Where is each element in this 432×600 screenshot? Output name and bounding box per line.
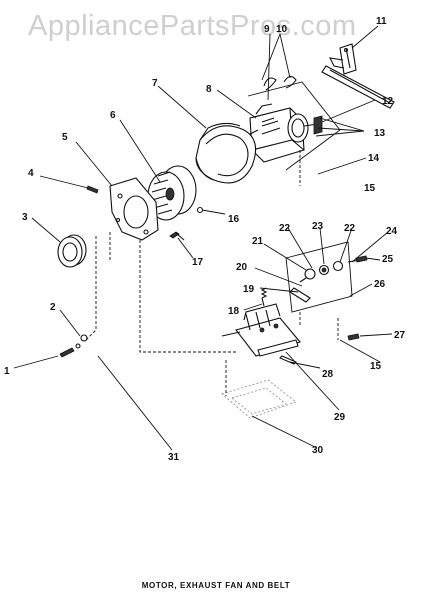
callout-19: 19 bbox=[243, 284, 255, 295]
callout-11: 11 bbox=[376, 16, 387, 27]
callout-30: 30 bbox=[312, 445, 324, 456]
part-exhaust-fan bbox=[147, 165, 197, 221]
callout-26: 26 bbox=[374, 279, 386, 290]
callout-29: 29 bbox=[334, 412, 346, 423]
callout-23: 23 bbox=[312, 221, 324, 232]
callout-14: 14 bbox=[368, 153, 380, 164]
callout-20: 20 bbox=[236, 262, 248, 273]
callout-22a: 22 bbox=[279, 223, 291, 234]
callout-22b: 22 bbox=[344, 223, 356, 234]
callout-18: 18 bbox=[228, 306, 240, 317]
callout-1: 1 bbox=[4, 366, 10, 377]
callout-10: 10 bbox=[276, 24, 288, 35]
part-clips bbox=[263, 75, 297, 91]
part-blower-housing bbox=[195, 122, 257, 184]
callout-4: 4 bbox=[28, 168, 34, 179]
part-fasteners-left bbox=[59, 334, 88, 358]
callout-21: 21 bbox=[252, 236, 264, 247]
part-screw-4 bbox=[86, 185, 99, 194]
callout-7: 7 bbox=[152, 78, 158, 89]
watermark: AppliancePartsPros.com bbox=[28, 10, 357, 42]
part-belt bbox=[321, 65, 395, 109]
part-motor bbox=[245, 103, 323, 163]
callout-31: 31 bbox=[168, 452, 180, 463]
part-screw-27 bbox=[347, 333, 360, 341]
callout-17: 17 bbox=[192, 257, 204, 268]
callout-15a: 15 bbox=[364, 183, 376, 194]
diagram-caption: MOTOR, EXHAUST FAN AND BELT bbox=[141, 581, 291, 590]
callout-9: 9 bbox=[264, 24, 270, 35]
part-mounting-plate bbox=[109, 177, 159, 241]
callout-6: 6 bbox=[110, 110, 116, 121]
part-hinge-pin bbox=[279, 355, 297, 365]
part-pulley bbox=[57, 234, 87, 268]
callout-15b: 15 bbox=[370, 361, 382, 372]
part-idler-assembly-box bbox=[285, 241, 368, 313]
part-motor-mount bbox=[221, 303, 301, 357]
callout-24: 24 bbox=[386, 226, 398, 237]
callout-28: 28 bbox=[322, 369, 334, 380]
callout-25: 25 bbox=[382, 254, 394, 265]
part-washer bbox=[196, 206, 204, 214]
callout-27: 27 bbox=[394, 330, 406, 341]
callout-3: 3 bbox=[22, 212, 28, 223]
callout-5: 5 bbox=[62, 132, 68, 143]
callout-12: 12 bbox=[382, 96, 394, 107]
part-spring bbox=[260, 287, 268, 307]
callout-16: 16 bbox=[228, 214, 240, 225]
callout-8: 8 bbox=[206, 84, 212, 95]
callout-13: 13 bbox=[374, 128, 386, 139]
callout-2: 2 bbox=[50, 302, 56, 313]
part-screw-17 bbox=[169, 231, 185, 241]
part-base-plate bbox=[221, 379, 297, 419]
part-belt-idler-bar bbox=[329, 43, 357, 75]
